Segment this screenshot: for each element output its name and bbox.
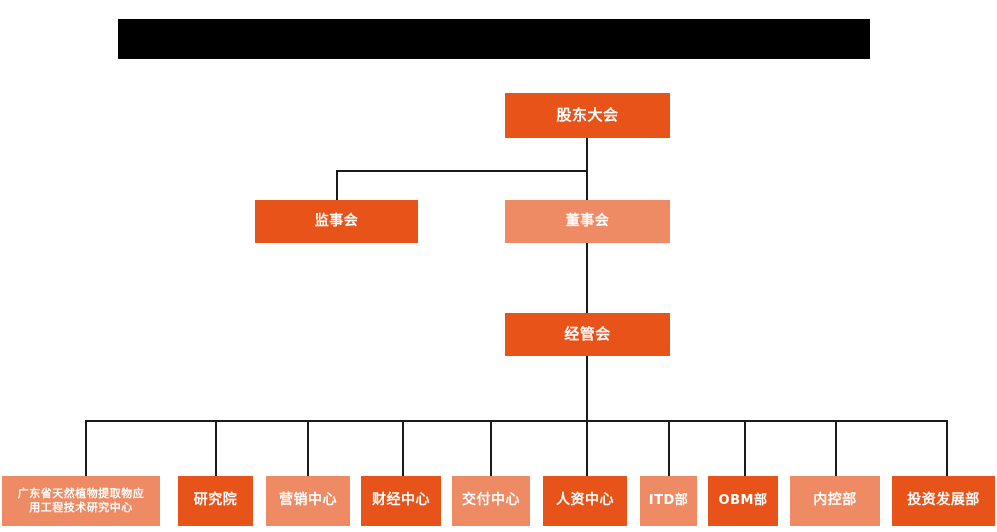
node-management[interactable]: 经管会	[505, 313, 670, 356]
connector-to-research-institute	[215, 420, 217, 476]
node-shareholders[interactable]: 股东大会	[505, 93, 670, 138]
connector-shareholders-down	[586, 138, 588, 171]
connector-to-marketing-center	[307, 420, 309, 476]
connector-to-hr-center	[586, 420, 588, 476]
node-supervisors[interactable]: 监事会	[255, 200, 418, 243]
connector-to-engineering-center	[85, 420, 87, 476]
connector-level2-bus	[336, 170, 588, 172]
node-delivery-center[interactable]: 交付中心	[452, 476, 530, 526]
node-engineering-center-line1: 广东省天然植物提取物应	[17, 487, 145, 501]
node-engineering-center-line2: 用工程技术研究中心	[29, 501, 133, 514]
node-finance-center[interactable]: 财经中心	[361, 476, 441, 526]
node-marketing-center[interactable]: 营销中心	[266, 476, 350, 526]
node-hr-center[interactable]: 人资中心	[543, 476, 627, 526]
node-internal-control-dept[interactable]: 内控部	[790, 476, 880, 526]
node-engineering-center[interactable]: 广东省天然植物提取物应 用工程技术研究中心	[2, 476, 160, 526]
node-research-institute[interactable]: 研究院	[178, 476, 253, 526]
connector-management-down	[586, 356, 588, 421]
node-investment-development-dept[interactable]: 投资发展部	[892, 476, 995, 526]
connector-to-finance-center	[402, 420, 404, 476]
connector-to-obm-dept	[744, 420, 746, 476]
connector-level4-bus	[85, 420, 947, 422]
connector-to-investment-development-dept	[946, 420, 948, 476]
node-directors[interactable]: 董事会	[505, 200, 670, 243]
connector-directors-to-management	[586, 243, 588, 313]
node-obm-dept[interactable]: OBM部	[708, 476, 778, 526]
connector-to-directors	[586, 170, 588, 201]
connector-to-itd-dept	[668, 420, 670, 476]
connector-to-supervisors	[336, 170, 338, 201]
connector-to-delivery-center	[490, 420, 492, 476]
node-itd-dept[interactable]: ITD部	[640, 476, 697, 526]
title-banner	[118, 19, 870, 59]
connector-to-internal-control-dept	[835, 420, 837, 476]
